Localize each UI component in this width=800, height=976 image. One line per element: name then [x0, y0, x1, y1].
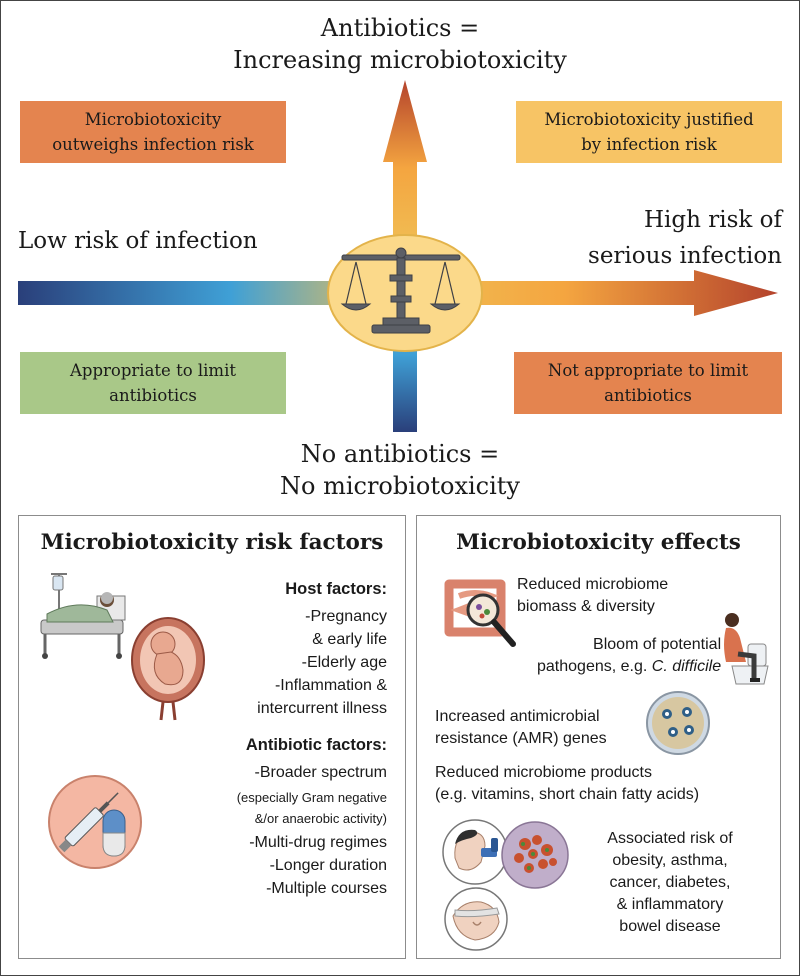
- effect-amr-line1: Increased antimicrobial: [435, 708, 600, 725]
- host-factors-heading: Host factors:: [285, 580, 387, 598]
- hospital-bed-patient-icon: [40, 573, 126, 659]
- quadrant-top-right-line1: Microbiotoxicity justified: [544, 110, 754, 129]
- quadrant-bottom-right: Not appropriate to limit antibiotics: [514, 352, 782, 414]
- host-factor-item: -Elderly age: [301, 654, 387, 671]
- effects-panel: Microbiotoxicity effects Reduced microbi…: [416, 515, 781, 959]
- effects-title: Microbiotoxicity effects: [456, 530, 741, 555]
- cell-tissue-icon: [501, 821, 569, 889]
- host-factor-item: -Inflammation &: [274, 677, 387, 694]
- antibiotic-factor-item: &/or anaerobic activity): [254, 811, 387, 826]
- effect-amr-line2: resistance (AMR) genes: [435, 730, 607, 747]
- quadrant-bottom-left-line2: antibiotics: [109, 386, 197, 405]
- effect-products-line1: Reduced microbiome products: [435, 764, 652, 781]
- effect-products-line2: (e.g. vitamins, short chain fatty acids): [435, 786, 700, 803]
- right-axis-label-line2: serious infection: [588, 243, 782, 269]
- host-factor-item: -Pregnancy: [305, 608, 387, 625]
- petri-dish-icon: [646, 691, 710, 755]
- antibiotic-factors-heading: Antibiotic factors:: [245, 736, 387, 754]
- antibiotic-factor-item: -Broader spectrum: [254, 764, 388, 781]
- effect-associated-risk-line2: obesity, asthma,: [612, 852, 728, 869]
- right-axis-label-line1: High risk of: [643, 207, 782, 233]
- quadrant-top-left-line1: Microbiotoxicity: [84, 110, 222, 129]
- risk-factors-title: Microbiotoxicity risk factors: [40, 530, 384, 555]
- effect-bloom-prefix: pathogens, e.g.: [537, 658, 652, 675]
- effect-associated-risk-line5: bowel disease: [619, 918, 721, 935]
- abdomen-icon: [444, 887, 508, 951]
- antibiotic-factor-item: -Longer duration: [269, 857, 387, 874]
- top-axis-label-line2: Increasing microbiotoxicity: [233, 46, 567, 74]
- effect-bloom-organism: C. difficile: [651, 658, 722, 675]
- quadrant-top-left-line2: outweighs infection risk: [52, 135, 254, 154]
- bottom-axis-label-line2: No microbiotoxicity: [280, 472, 520, 500]
- effect-bloom: Bloom of potential pathogens, e.g. C. di…: [537, 634, 721, 678]
- risk-factors-panel: Microbiotoxicity risk factors Host facto…: [18, 515, 406, 959]
- effect-amr: Increased antimicrobial resistance (AMR)…: [435, 706, 607, 750]
- bottom-axis-label-line1: No antibiotics =: [300, 440, 500, 468]
- antibiotic-factor-item: (especially Gram negative: [236, 790, 387, 805]
- quadrant-top-right-line2: by infection risk: [581, 135, 717, 154]
- quadrant-bottom-left: Appropriate to limit antibiotics: [20, 352, 286, 414]
- effect-bloom-line1: Bloom of potential: [593, 636, 722, 653]
- effect-bloom-line2: pathogens, e.g. C. difficile: [537, 656, 721, 678]
- scales-of-justice-icon: [340, 247, 461, 334]
- top-axis-label-line1: Antibiotics =: [320, 14, 480, 42]
- effect-products: Reduced microbiome products (e.g. vitami…: [435, 762, 699, 806]
- top-axis-label: Antibiotics = Increasing microbiotoxicit…: [190, 12, 610, 76]
- quadrant-bottom-left-line1: Appropriate to limit: [70, 361, 236, 380]
- effect-associated-risk-line1: Associated risk of: [607, 830, 733, 847]
- host-factor-item: & early life: [312, 631, 387, 648]
- left-axis-label: Low risk of infection: [18, 228, 258, 254]
- effect-reduced-biomass-line2: biomass & diversity: [517, 598, 655, 615]
- quadrant-bottom-right-line2: antibiotics: [604, 386, 692, 405]
- intestine-magnifier-icon: [444, 579, 516, 647]
- inhaler-child-icon: [442, 819, 508, 885]
- risk-axes: [18, 80, 778, 432]
- effect-associated-risk-line3: cancer, diabetes,: [609, 874, 731, 891]
- quadrant-bottom-right-line1: Not appropriate to limit: [547, 361, 749, 380]
- antibiotic-factor-item: -Multiple courses: [266, 880, 387, 897]
- antibiotic-factor-item: -Multi-drug regimes: [249, 834, 387, 851]
- quadrant-top-left: Microbiotoxicity outweighs infection risk: [20, 101, 286, 163]
- effect-associated-risk: Associated risk of obesity, asthma, canc…: [572, 828, 768, 938]
- effect-associated-risk-line4: & inflammatory: [616, 896, 724, 913]
- person-on-toilet-icon: [724, 613, 769, 685]
- syringe-and-capsule-icon: [48, 775, 142, 869]
- host-factor-item: intercurrent illness: [257, 700, 387, 717]
- effect-reduced-biomass-line1: Reduced microbiome: [517, 576, 669, 593]
- effect-reduced-biomass: Reduced microbiome biomass & diversity: [517, 574, 668, 618]
- fetus-in-womb-icon: [131, 617, 205, 721]
- bottom-axis-label: No antibiotics = No microbiotoxicity: [190, 438, 610, 502]
- right-axis-label: High risk of serious infection: [560, 202, 782, 274]
- quadrant-top-right: Microbiotoxicity justified by infection r…: [516, 101, 782, 163]
